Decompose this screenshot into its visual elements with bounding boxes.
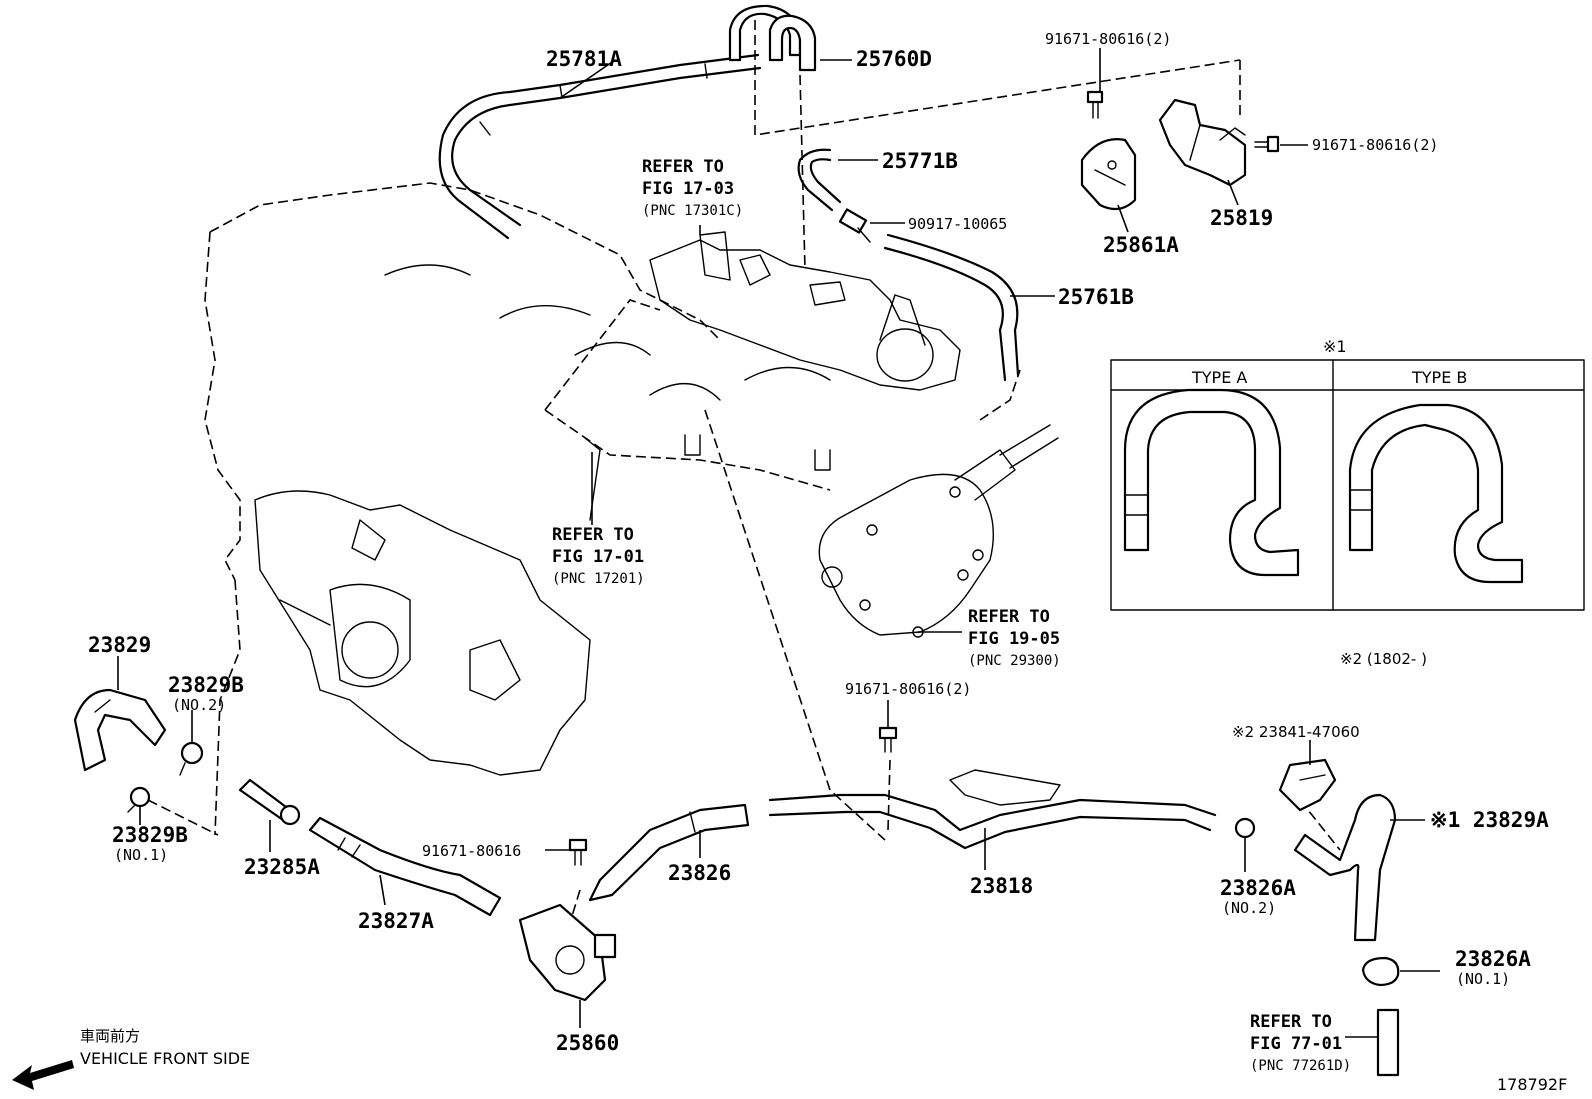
label-23285a: 23285A — [244, 855, 320, 879]
label-23829: 23829 — [88, 633, 151, 657]
tube-77261d — [1376, 1008, 1400, 1077]
bolt-91671-low — [568, 838, 588, 866]
engine-outline — [147, 20, 1341, 956]
label-25760d: 25760D — [856, 47, 932, 71]
connector-23841 — [1278, 758, 1337, 812]
label-23826a-no2: 23826A — [1220, 876, 1296, 900]
figure-id: 178792F — [1497, 1075, 1567, 1094]
front-side-en: VEHICLE FRONT SIDE — [80, 1049, 250, 1068]
label-25761b: 25761B — [1058, 285, 1134, 309]
ref-7701-l2: FIG 77-01 — [1250, 1034, 1342, 1054]
label-23826: 23826 — [668, 861, 731, 885]
ref-1905-l1: REFER TO — [968, 607, 1050, 627]
intake-body — [254, 490, 591, 776]
label-no2-a: (NO.2) — [172, 696, 226, 714]
label-no1-a: (NO.1) — [114, 846, 168, 864]
inset-hose-type-a — [1123, 388, 1300, 577]
front-side-jp: 車両前方 — [80, 1027, 140, 1045]
ref-1701-l3: (PNC 17201) — [552, 571, 645, 587]
hose-23829a — [1293, 793, 1397, 942]
ref-1703-l2: FIG 17-03 — [642, 179, 734, 199]
label-25781a: 25781A — [546, 47, 622, 71]
pipe-23818 — [768, 769, 1217, 850]
hose-25760d — [728, 4, 817, 72]
vsv-25819 — [1158, 98, 1247, 187]
valve-90917 — [838, 208, 871, 243]
label-91671-right: 91671-80616(2) — [1312, 136, 1438, 154]
clip-23829b-no2 — [179, 741, 204, 776]
inset-hose-type-b — [1348, 403, 1524, 584]
clip-23829b-no1 — [127, 786, 151, 813]
ref-1703-l1: REFER TO — [642, 157, 724, 177]
vacuum-pump — [818, 424, 1059, 638]
inset-type-b: TYPE B — [1411, 368, 1467, 387]
label-25860: 25860 — [556, 1031, 619, 1055]
hose-23829 — [73, 688, 167, 772]
filter-23285a — [238, 778, 301, 826]
label-91671-low: 91671-80616 — [422, 842, 521, 860]
clip-23826a-no1 — [1361, 956, 1400, 987]
label-25861a: 25861A — [1103, 233, 1179, 257]
hose-25761b — [883, 233, 1020, 382]
label-91671-mid: 91671-80616(2) — [845, 680, 971, 698]
front-arrow-icon — [12, 1060, 74, 1090]
label-no1-b: (NO.1) — [1456, 970, 1510, 988]
label-23829a: ※1 23829A — [1430, 808, 1549, 832]
clip-23826a-no2 — [1234, 817, 1256, 839]
bolt-91671-right — [1254, 135, 1280, 153]
leader-lines — [117, 48, 1440, 1038]
ref-1905-l3: (PNC 29300) — [968, 653, 1061, 669]
label-23818: 23818 — [970, 874, 1033, 898]
bolt-91671-top — [1086, 90, 1104, 119]
hose-23826 — [588, 803, 750, 902]
label-23826a-no1: 23826A — [1455, 947, 1531, 971]
bracket-25861a — [1080, 138, 1137, 211]
inset-note2: ※2 (1802- ) — [1340, 650, 1427, 668]
label-23827a: 23827A — [358, 909, 434, 933]
ref-7701-l1: REFER TO — [1250, 1012, 1332, 1032]
label-25819: 25819 — [1210, 206, 1273, 230]
label-91671-top: 91671-80616(2) — [1045, 30, 1171, 48]
inset-mark: ※1 — [1323, 337, 1347, 356]
valve-25860 — [518, 903, 617, 1002]
label-no2-b: (NO.2) — [1222, 899, 1276, 917]
hose-25771b — [797, 148, 842, 212]
inset-box — [1110, 359, 1585, 611]
hose-25781a — [438, 53, 762, 240]
ref-1701-l1: REFER TO — [552, 525, 634, 545]
label-23829b-no1: 23829B — [112, 823, 188, 847]
manifold — [649, 231, 961, 391]
ref-1701-l2: FIG 17-01 — [552, 547, 644, 567]
bolt-91671-mid — [878, 726, 898, 753]
label-90917: 90917-10065 — [908, 215, 1007, 233]
ref-1703-l3: (PNC 17301C) — [642, 203, 743, 219]
ref-7701-l3: (PNC 77261D) — [1250, 1058, 1351, 1074]
hose-23827a — [308, 816, 502, 917]
label-25771b: 25771B — [882, 149, 958, 173]
inset-type-a: TYPE A — [1191, 368, 1247, 387]
label-23829b-no2: 23829B — [168, 673, 244, 697]
label-23841: ※2 23841-47060 — [1232, 723, 1360, 741]
ref-1905-l2: FIG 19-05 — [968, 629, 1060, 649]
